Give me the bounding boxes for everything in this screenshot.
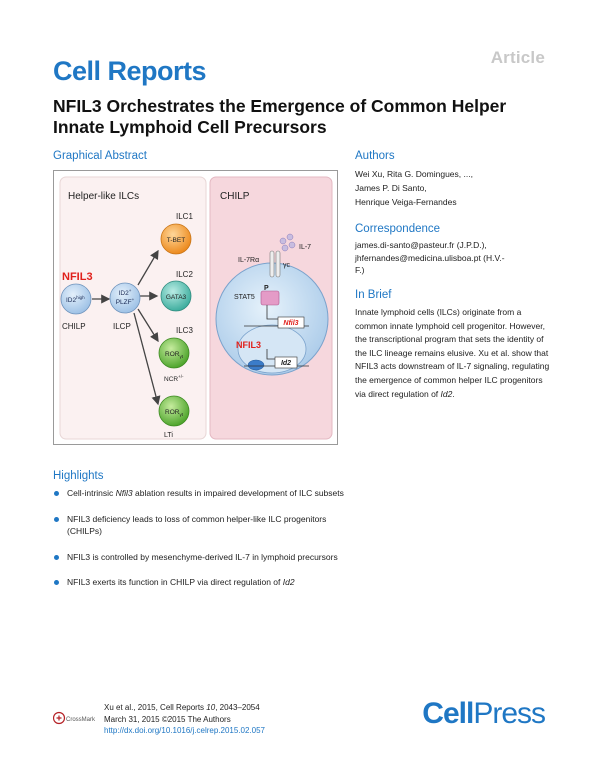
id2-gene-label: Id2 [281, 360, 291, 367]
lti-label: LTi [164, 432, 173, 439]
graphical-abstract-heading: Graphical Abstract [53, 150, 147, 162]
crossmark-logo[interactable]: CrossMark [53, 711, 99, 725]
correspondence-emails[interactable]: james.di-santo@pasteur.fr (J.P.D.), jhfe… [355, 239, 505, 277]
citation-date: March 31, 2015 ©2015 The Authors [104, 714, 231, 724]
correspondence-line[interactable]: jhfernandes@medicina.ulisboa.pt (H.V.- [355, 252, 505, 263]
highlight-item: NFIL3 deficiency leads to loss of common… [53, 513, 353, 538]
il7ra-label: IL-7Rα [238, 257, 259, 264]
citation-block: Xu et al., 2015, Cell Reports 10, 2043–2… [104, 702, 265, 737]
article-type-tag: Article [490, 48, 545, 67]
lti-cell [158, 395, 190, 427]
il7-label: IL-7 [299, 244, 311, 251]
citation-line: Xu et al., 2015, Cell Reports 10, 2043–2… [104, 703, 260, 712]
in-brief-heading: In Brief [355, 289, 392, 301]
author-line: James P. Di Santo, [355, 183, 427, 193]
graphical-abstract: Helper-like ILCs CHILP NFIL3 ID2high CHI… [53, 170, 338, 445]
nfil3-label: NFIL3 [62, 271, 93, 283]
highlight-item: NFIL3 exerts its function in CHILP via d… [53, 576, 353, 589]
arrow-to-ilc1 [137, 249, 159, 286]
lti-ror-text: RORγt [165, 409, 184, 417]
ncr-label: NCR+/- [164, 374, 184, 383]
stat5-label: STAT5 [234, 294, 255, 301]
chilp-cell [60, 283, 92, 315]
gamma-c-chain-icon [275, 250, 281, 278]
crossmark-text: CrossMark [66, 717, 96, 723]
doi-link[interactable]: http://dx.doi.org/10.1016/j.celrep.2015.… [104, 726, 266, 735]
arrow-to-ilc3 [137, 308, 159, 343]
nfil3-protein-label: NFIL3 [236, 340, 261, 350]
nfil3-protein-icon [247, 359, 265, 371]
phospho-label: P [264, 285, 269, 292]
id2-gene-box [274, 356, 298, 369]
panel-label-helper-ilcs: Helper-like ILCs [68, 191, 139, 202]
ilc1-label: ILC1 [176, 212, 193, 221]
authors-list: Wei Xu, Rita G. Domingues, ..., James P.… [355, 167, 473, 209]
cell-press-logo: CellPress [422, 697, 546, 730]
ilc2-label: ILC2 [176, 270, 193, 279]
il7r-chain-icon [269, 250, 275, 278]
ilc2-cell [160, 280, 192, 312]
ilcp-label: ILCP [113, 322, 131, 331]
panel-label-chilp: CHILP [220, 191, 250, 202]
highlight-item: Cell-intrinsic Nfil3 ablation results in… [53, 487, 353, 500]
ilcp-cell-line2: PLZF+ [116, 297, 135, 306]
gata3-text: GATA3 [166, 294, 187, 301]
ilc1-cell [160, 223, 192, 255]
authors-heading: Authors [355, 150, 395, 162]
highlights-list: Cell-intrinsic Nfil3 ablation results in… [53, 487, 353, 602]
author-line: Henrique Veiga-Fernandes [355, 197, 457, 207]
nfil3-gene-label: Nfil3 [283, 320, 298, 327]
highlights-heading: Highlights [53, 470, 104, 482]
author-line: Wei Xu, Rita G. Domingues, ..., [355, 169, 473, 179]
ilc3-label: ILC3 [176, 326, 193, 335]
in-brief-text: Innate lymphoid cells (ILCs) originate f… [355, 307, 550, 399]
il7-molecule-icon [286, 233, 294, 241]
correspondence-line: F.) [355, 265, 365, 275]
tbet-text: T-BET [167, 237, 185, 244]
ilc3-cell [158, 337, 190, 369]
stat5-protein-icon [260, 290, 280, 306]
correspondence-line[interactable]: james.di-santo@pasteur.fr (J.P.D.), [355, 240, 487, 250]
graphical-abstract-figure: Helper-like ILCs CHILP NFIL3 ID2high CHI… [59, 176, 333, 440]
highlight-item: NFIL3 is controlled by mesenchyme-derive… [53, 551, 353, 564]
arrow-to-lti [133, 312, 161, 406]
chilp-cell-text: ID2high [66, 295, 85, 304]
ilcp-cell-line1: ID2+ [119, 288, 132, 297]
il7-molecule-icon [281, 244, 289, 252]
correspondence-heading: Correspondence [355, 223, 441, 235]
il7-molecule-icon [279, 237, 287, 245]
journal-title: Cell Reports [53, 56, 207, 86]
ilc3-ror-text: RORγt [165, 351, 184, 359]
paper-title: NFIL3 Orchestrates the Emergence of Comm… [53, 96, 507, 137]
il7-molecule-icon [288, 241, 296, 249]
ilcp-cell [109, 282, 141, 314]
gamma-c-label: γc [283, 262, 291, 269]
nfil3-gene-box [277, 316, 305, 329]
chilp-label: CHILP [62, 322, 86, 331]
